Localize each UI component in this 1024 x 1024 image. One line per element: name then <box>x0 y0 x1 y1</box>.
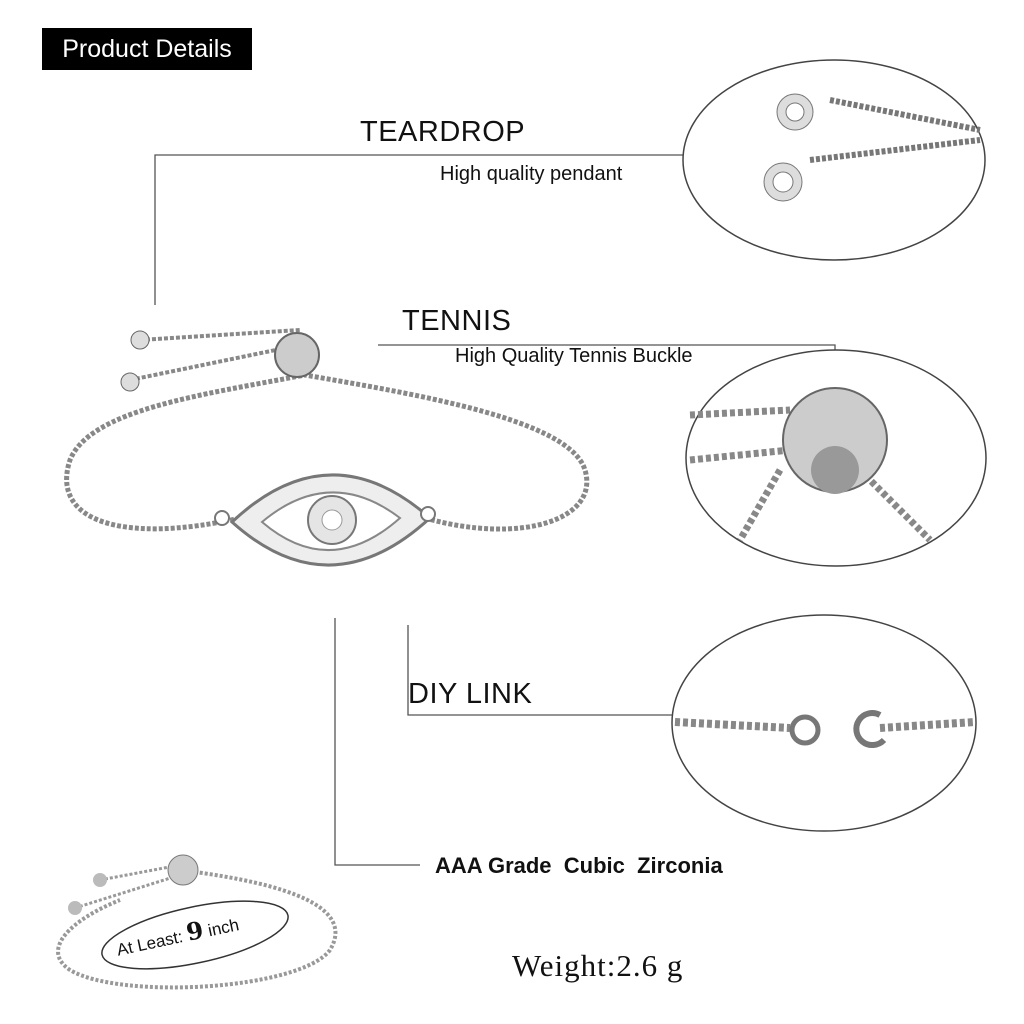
diy-link-title: DIY LINK <box>408 678 533 710</box>
diy-callout-line <box>407 625 690 716</box>
size-number: 9 <box>183 914 206 947</box>
zirconia-callout-line <box>334 618 420 866</box>
diy-detail-image <box>674 710 976 749</box>
tennis-title: TENNIS <box>402 305 512 337</box>
teardrop-subtitle: High quality pendant <box>440 163 623 185</box>
tennis-subtitle: High Quality Tennis Buckle <box>455 345 693 367</box>
size-unit: inch <box>206 915 241 941</box>
zirconia-title: AAA Grade Cubic Zirconia <box>435 853 723 878</box>
size-bracelet-image <box>56 854 338 990</box>
teardrop-detail-circle <box>682 59 986 261</box>
product-details-header: Product Details <box>42 28 252 70</box>
main-bracelet-image <box>64 328 590 567</box>
tennis-detail-image <box>689 387 933 543</box>
teardrop-title: TEARDROP <box>360 116 526 148</box>
weight-label: Weight:2.6 g <box>512 948 684 983</box>
teardrop-detail-image <box>763 93 981 202</box>
teardrop-callout-line <box>154 154 686 305</box>
diy-detail-circle <box>671 614 977 832</box>
